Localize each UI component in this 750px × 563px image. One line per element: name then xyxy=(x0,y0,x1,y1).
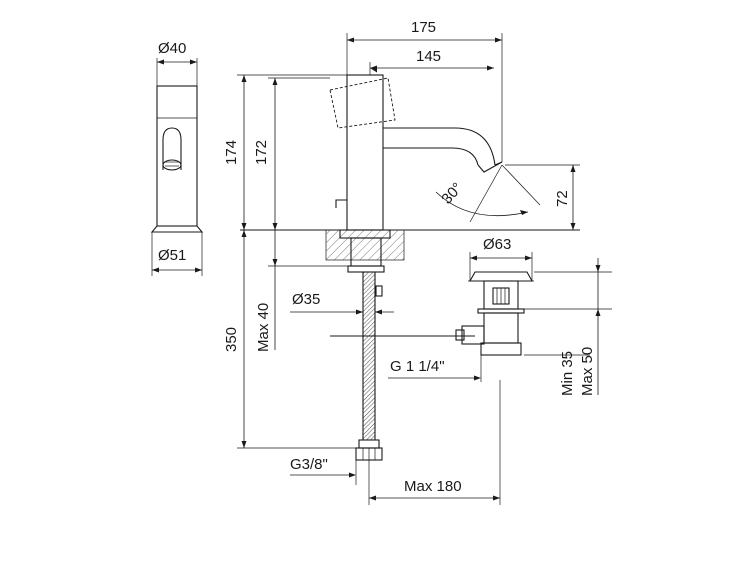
dim-min-35: Min 35 xyxy=(559,351,576,396)
dim-dia-40: Ø40 xyxy=(158,40,186,57)
dim-dia-35: Ø35 xyxy=(292,291,320,308)
front-view: 175 145 174 172 72 30° Max xyxy=(223,19,580,505)
dim-dia-51: Ø51 xyxy=(158,247,186,264)
dim-angle-30: 30° xyxy=(438,179,466,207)
side-view: Ø40 Ø51 xyxy=(150,40,204,276)
dim-max-40: Max 40 xyxy=(255,303,272,352)
dim-thread-g114: G 1 1/4" xyxy=(390,358,445,375)
dim-172: 172 xyxy=(253,140,270,165)
dim-175: 175 xyxy=(411,19,436,36)
dim-350: 350 xyxy=(223,327,240,352)
dim-thread-g38: G3/8" xyxy=(290,456,328,473)
dim-145: 145 xyxy=(416,48,441,65)
dim-max-180: Max 180 xyxy=(404,478,462,495)
dim-174: 174 xyxy=(223,140,240,165)
dim-max-50: Max 50 xyxy=(579,347,596,396)
dim-dia-63: Ø63 xyxy=(483,236,511,253)
drain-assembly: Ø63 G 1 1/4" Min 35 Max 50 xyxy=(388,236,612,396)
dim-72: 72 xyxy=(554,190,571,207)
